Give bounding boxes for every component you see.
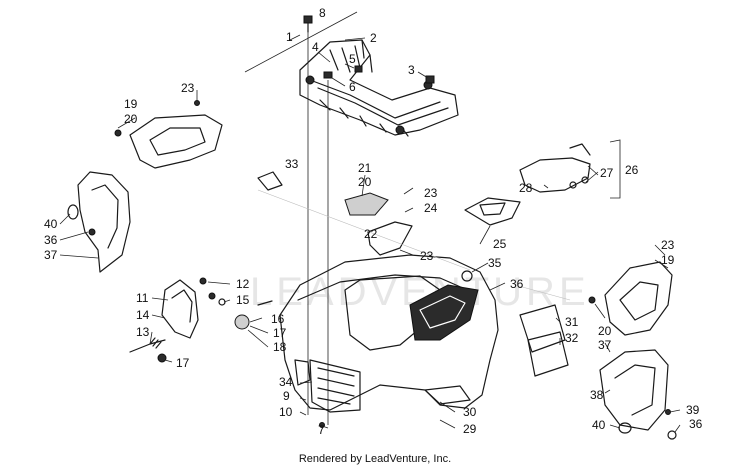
callout-19-a: 19 <box>124 97 138 111</box>
callout-19-b: 19 <box>661 253 675 267</box>
callout-7: 7 <box>318 423 325 437</box>
footer-credit: Rendered by LeadVenture, Inc. <box>299 453 451 465</box>
callout-8: 8 <box>319 6 326 20</box>
decal-33[interactable] <box>257 171 471 271</box>
callout-1: 1 <box>286 30 293 44</box>
callout-34: 34 <box>279 375 293 389</box>
callout-20-c: 20 <box>598 324 612 338</box>
front-bumper-cap[interactable] <box>519 143 591 193</box>
callout-27: 27 <box>600 166 614 180</box>
callout-6: 6 <box>349 80 356 94</box>
callout-25: 25 <box>493 237 507 251</box>
callout-16: 16 <box>271 312 285 326</box>
callout-40-b: 40 <box>592 418 606 432</box>
callout-10: 10 <box>279 405 293 419</box>
callout-14: 14 <box>136 308 150 322</box>
callout-33: 33 <box>285 157 299 171</box>
callout-22: 22 <box>364 227 378 241</box>
center-emblem-panel[interactable] <box>344 174 413 256</box>
right-cover-plate[interactable] <box>464 197 521 226</box>
right-front-fender-panel[interactable] <box>588 261 673 336</box>
callout-37-b: 37 <box>598 338 612 352</box>
callout-17-a: 17 <box>273 326 287 340</box>
left-splash-guard[interactable] <box>67 171 131 273</box>
callout-11: 11 <box>136 291 149 305</box>
callout-39: 39 <box>686 403 700 417</box>
callout-15: 15 <box>236 293 250 307</box>
callout-23-c: 23 <box>420 249 434 263</box>
front-cover[interactable] <box>279 254 499 428</box>
callout-38: 38 <box>590 388 604 402</box>
rear-rack[interactable] <box>299 39 459 137</box>
callout-18: 18 <box>273 340 287 354</box>
callout-40-a: 40 <box>44 217 58 231</box>
callout-23-b: 23 <box>424 186 438 200</box>
decals-31-32[interactable] <box>514 284 571 377</box>
callout-17-b: 17 <box>176 356 190 370</box>
callout-20-b: 20 <box>358 175 372 189</box>
callout-5: 5 <box>349 52 356 66</box>
callout-12: 12 <box>236 277 250 291</box>
callout-28: 28 <box>519 181 533 195</box>
callout-21: 21 <box>358 161 372 175</box>
callout-32: 32 <box>565 331 579 345</box>
callout-36-b: 36 <box>44 233 58 247</box>
callout-26: 26 <box>625 163 639 177</box>
callout-29: 29 <box>463 422 477 436</box>
callout-35: 35 <box>488 256 502 270</box>
leader-lines <box>59 37 681 433</box>
callout-24: 24 <box>424 201 438 215</box>
callout-2: 2 <box>370 31 377 45</box>
callout-labels: 1 2 3 4 5 6 7 8 9 10 11 12 13 14 15 16 1… <box>44 6 703 437</box>
left-rear-fender-panel[interactable] <box>114 100 223 169</box>
callout-36-c: 36 <box>689 417 703 431</box>
callout-9: 9 <box>283 389 290 403</box>
callout-13: 13 <box>136 325 150 339</box>
callout-36-a: 36 <box>510 277 524 291</box>
callout-4: 4 <box>312 40 319 54</box>
callout-31: 31 <box>565 315 579 329</box>
rack-bolts[interactable] <box>303 15 435 84</box>
bracket-1 <box>244 11 358 73</box>
rack-mounting-guides <box>307 32 329 425</box>
callout-3: 3 <box>408 63 415 77</box>
callout-23-a: 23 <box>181 81 195 95</box>
callout-30: 30 <box>463 405 477 419</box>
callout-20-a: 20 <box>124 112 138 126</box>
right-splash-guard[interactable] <box>599 349 677 440</box>
callout-37-a: 37 <box>44 248 58 262</box>
callout-23-d: 23 <box>661 238 675 252</box>
